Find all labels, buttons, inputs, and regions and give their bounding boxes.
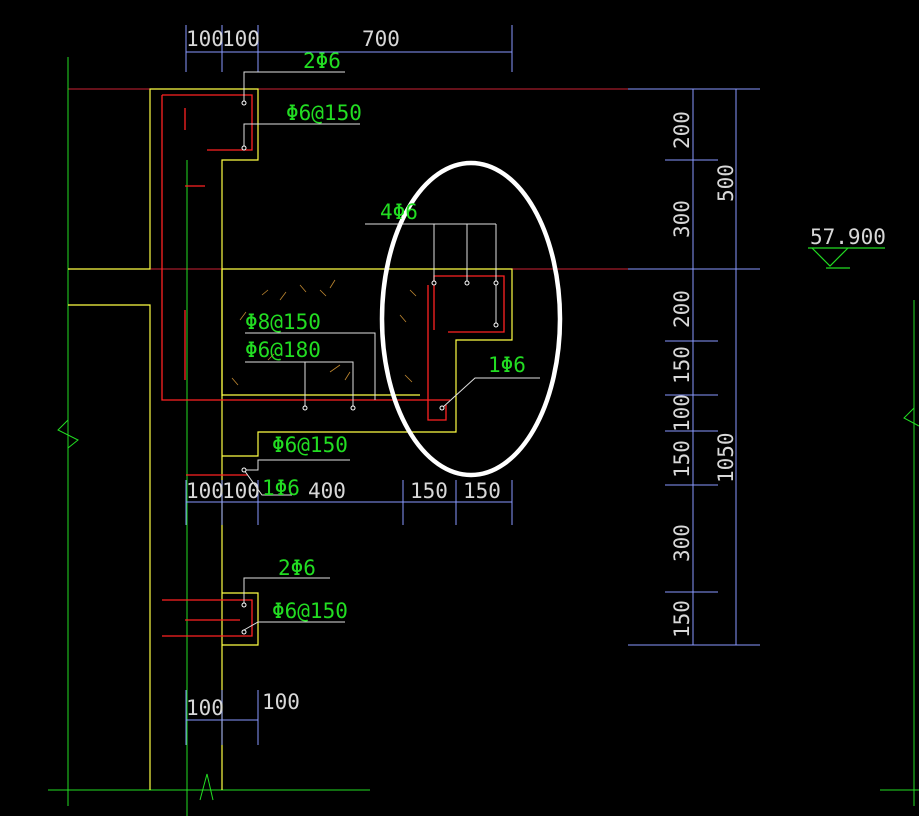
rebar-dots xyxy=(241,100,499,635)
elevation-marker xyxy=(808,247,885,269)
dim-mid-400: 400 xyxy=(308,479,346,503)
corner-bar xyxy=(427,285,447,421)
note-corner-bar: 1Φ6 xyxy=(488,353,526,377)
axis-break-right-icon xyxy=(903,407,919,427)
note-slab-top: Φ8@150 xyxy=(245,310,321,334)
dim-bottom-100a: 100 xyxy=(186,696,224,720)
dim-right-1050: 1050 xyxy=(714,432,738,483)
dim-right-500: 500 xyxy=(714,164,738,202)
concrete-outline xyxy=(68,88,513,790)
elevation-value: 57.900 xyxy=(810,225,886,249)
dim-right-200a: 200 xyxy=(670,111,694,149)
dim-right-150c: 150 xyxy=(670,600,694,638)
axis-break-left-icon xyxy=(57,419,79,449)
note-ledge-bars: 4Φ6 xyxy=(380,200,418,224)
note-mid-stirrup: Φ6@150 xyxy=(272,433,348,457)
concrete-hatch xyxy=(231,279,417,386)
axis-break-bottom-icon xyxy=(199,773,214,801)
bottom-bracket-outline xyxy=(222,592,259,646)
dim-mid-100b: 100 xyxy=(222,479,260,503)
dim-mid-150b: 150 xyxy=(463,479,501,503)
dim-right-200b: 200 xyxy=(670,290,694,328)
top-stirrup-bar xyxy=(162,94,253,151)
grid-axes xyxy=(48,57,919,816)
leader-lines xyxy=(243,71,540,631)
note-bottom-bars: 2Φ6 xyxy=(278,556,316,580)
dim-top-700: 700 xyxy=(362,27,400,51)
dim-right-300a: 300 xyxy=(670,200,694,238)
slab-lower-bar xyxy=(161,95,450,401)
dim-right-100: 100 xyxy=(670,394,694,432)
dim-mid-100a: 100 xyxy=(186,479,224,503)
dim-top-100b: 100 xyxy=(222,27,260,51)
dim-right-150a: 150 xyxy=(670,346,694,384)
dimension-lines xyxy=(185,25,760,745)
note-top-bars: 2Φ6 xyxy=(303,49,341,73)
wall-outline xyxy=(68,88,259,790)
rebar xyxy=(161,94,505,637)
slab-lower-outline xyxy=(68,304,151,790)
dim-top-100a: 100 xyxy=(186,27,224,51)
dim-bottom-100b: 100 xyxy=(262,690,300,714)
dim-right-300b: 300 xyxy=(670,524,694,562)
ledge-outline xyxy=(222,268,513,457)
dim-mid-150a: 150 xyxy=(410,479,448,503)
note-mid-bar: 1Φ6 xyxy=(262,476,300,500)
note-slab-bottom: Φ6@180 xyxy=(245,338,321,362)
ledge-stirrup xyxy=(433,275,505,333)
dim-right-150b: 150 xyxy=(670,440,694,478)
highlight-ellipse xyxy=(379,160,563,478)
note-bottom-stirrup: Φ6@150 xyxy=(272,599,348,623)
note-top-stirrup: Φ6@150 xyxy=(286,101,362,125)
bottom-stirrup-bar xyxy=(162,599,253,637)
